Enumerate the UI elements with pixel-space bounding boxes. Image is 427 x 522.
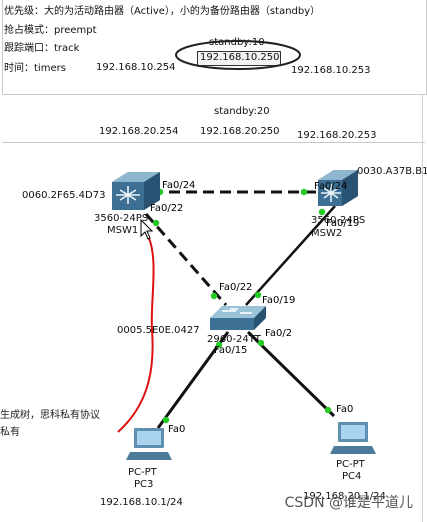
port-label: Fa0/15 — [214, 345, 248, 356]
port-label: Fa0/22 — [150, 203, 184, 214]
vip10-box — [197, 51, 281, 66]
note-track: 跟踪端口：track — [4, 43, 80, 54]
note-timers: 时间：timers — [4, 63, 66, 74]
msw1-model: 3560-24PS — [94, 213, 149, 224]
port-label: Fa0 — [336, 404, 354, 415]
link-light — [162, 416, 170, 424]
panel-divider — [422, 94, 423, 522]
msw2-model: 3560-24PS — [311, 215, 366, 226]
link-light — [300, 188, 308, 196]
cursor-icon — [140, 218, 154, 240]
pc4-ip: 192.168.20.1/24 — [303, 491, 386, 502]
multilayer-switch-icon[interactable] — [318, 170, 358, 206]
cable-msw1-switch[interactable] — [144, 213, 228, 306]
standby10-label: standby:10 — [209, 37, 265, 48]
port-label: Fa0/2 — [265, 328, 293, 339]
port-label: Fa0/19 — [262, 295, 296, 306]
vip10-ip: 192.168.10.250 — [200, 52, 280, 63]
cable-switch-pc4[interactable] — [246, 330, 336, 418]
multilayer-switch-icon[interactable] — [112, 172, 160, 210]
msw2-name: MSW2 — [311, 228, 343, 239]
switch-icon[interactable] — [210, 306, 266, 330]
link-light — [318, 208, 326, 216]
note-priority: 优先级：大的为活动路由器（Active），小的为备份路由器（standby） — [4, 6, 321, 17]
pc3-name: PC3 — [134, 479, 154, 490]
cable-msw2-switch[interactable] — [245, 205, 336, 306]
standby20-panel — [2, 94, 425, 143]
link-light — [152, 219, 160, 227]
port-label: Fa0 — [168, 424, 186, 435]
annotation-line1: 生成树，思科私有协议 — [0, 410, 100, 421]
port-label: Fa0/19 — [326, 218, 360, 229]
link-light — [324, 406, 332, 414]
pc-icon[interactable] — [330, 422, 376, 454]
standby20-label: standby:20 — [214, 106, 270, 117]
msw2-ip20: 192.168.20.253 — [297, 130, 377, 141]
port-label: Fa0/22 — [219, 282, 253, 293]
cable-switch-pc3[interactable] — [156, 331, 230, 429]
switch-mac: 0005.5E0E.0427 — [117, 325, 200, 336]
msw1-ip10: 192.168.10.254 — [96, 62, 176, 73]
watermark: CSDN @谁是平道儿 — [284, 495, 413, 511]
annotation-line2: 私有 — [0, 427, 20, 438]
msw2-mac: 0030.A37B.B1 — [357, 166, 427, 177]
link-light — [254, 291, 262, 299]
pc3-ip: 192.168.10.1/24 — [100, 497, 183, 508]
link-light — [210, 292, 218, 300]
switch-model: 2960-24TT — [207, 334, 261, 345]
link-light — [257, 339, 265, 347]
annotation-stroke — [117, 231, 155, 433]
msw1-mac: 0060.2F65.4D73 — [22, 190, 106, 201]
msw1-ip20: 192.168.20.254 — [99, 126, 179, 137]
note-preempt: 抢占模式：preempt — [4, 25, 97, 36]
port-label: Fa0/24 — [314, 181, 348, 192]
msw1-name: MSW1 — [107, 225, 139, 236]
msw2-ip10: 192.168.10.253 — [291, 65, 371, 76]
pc4-name: PC4 — [342, 471, 362, 482]
pc3-type: PC-PT — [128, 467, 157, 478]
port-label: Fa0/24 — [162, 180, 196, 191]
pc4-type: PC-PT — [336, 459, 365, 470]
pc-icon[interactable] — [126, 428, 172, 460]
vip20-ip: 192.168.20.250 — [200, 126, 280, 137]
vip-ellipse — [175, 40, 301, 70]
link-light — [215, 341, 223, 349]
